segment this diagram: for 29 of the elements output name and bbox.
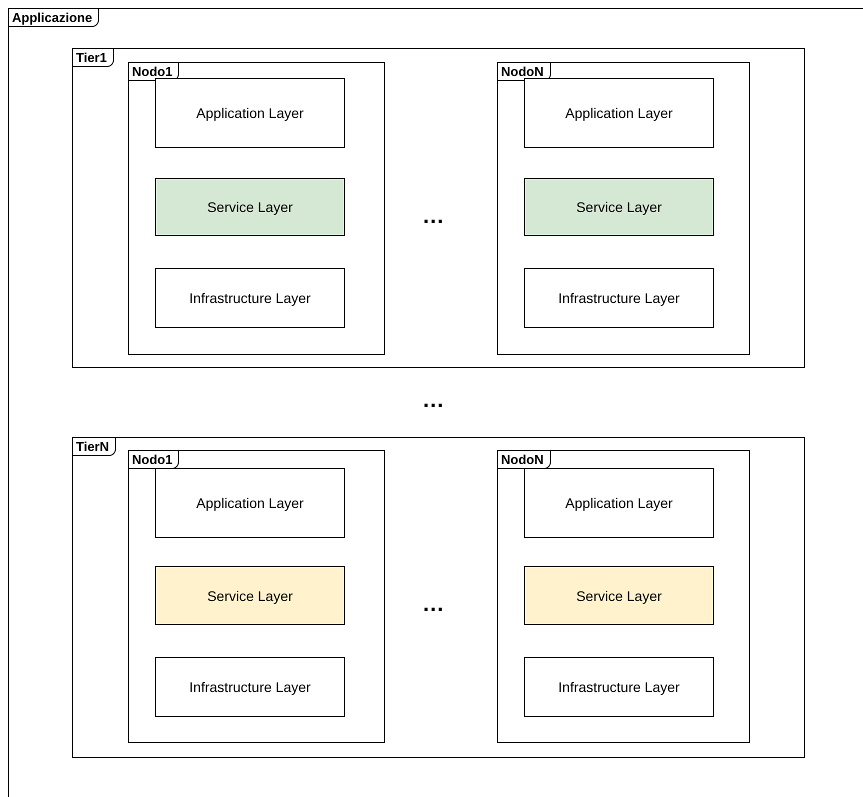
frame: [72, 48, 805, 368]
layer-box: Service Layer: [155, 178, 345, 236]
ellipsis-label: ...: [423, 387, 444, 413]
layer-box: Service Layer: [524, 566, 714, 625]
layer-box: Infrastructure Layer: [155, 268, 345, 328]
layer-box: Application Layer: [155, 78, 345, 148]
frame-title: Nodo1: [129, 451, 180, 469]
frame: [497, 450, 750, 743]
layer-box: Infrastructure Layer: [155, 657, 345, 717]
frame-title: Nodo1: [129, 63, 180, 81]
ellipsis-label: ...: [423, 203, 444, 229]
layer-box: Infrastructure Layer: [524, 268, 714, 328]
layer-box: Application Layer: [524, 468, 714, 538]
layer-box: Infrastructure Layer: [524, 657, 714, 717]
ellipsis-label: ...: [423, 591, 444, 617]
frame: [497, 62, 750, 355]
frame-title: NodoN: [498, 451, 551, 469]
layer-box: Service Layer: [524, 178, 714, 236]
layer-box: Application Layer: [155, 468, 345, 538]
frame-title: NodoN: [498, 63, 551, 81]
frame: [128, 450, 385, 743]
frame-title: Applicazione: [9, 9, 100, 27]
frame-title: TierN: [73, 438, 116, 456]
frame: [72, 437, 805, 758]
frame: [128, 62, 385, 355]
layer-box: Service Layer: [155, 566, 345, 625]
layer-box: Application Layer: [524, 78, 714, 148]
frame-title: Tier1: [73, 49, 114, 67]
frame: [8, 8, 863, 797]
